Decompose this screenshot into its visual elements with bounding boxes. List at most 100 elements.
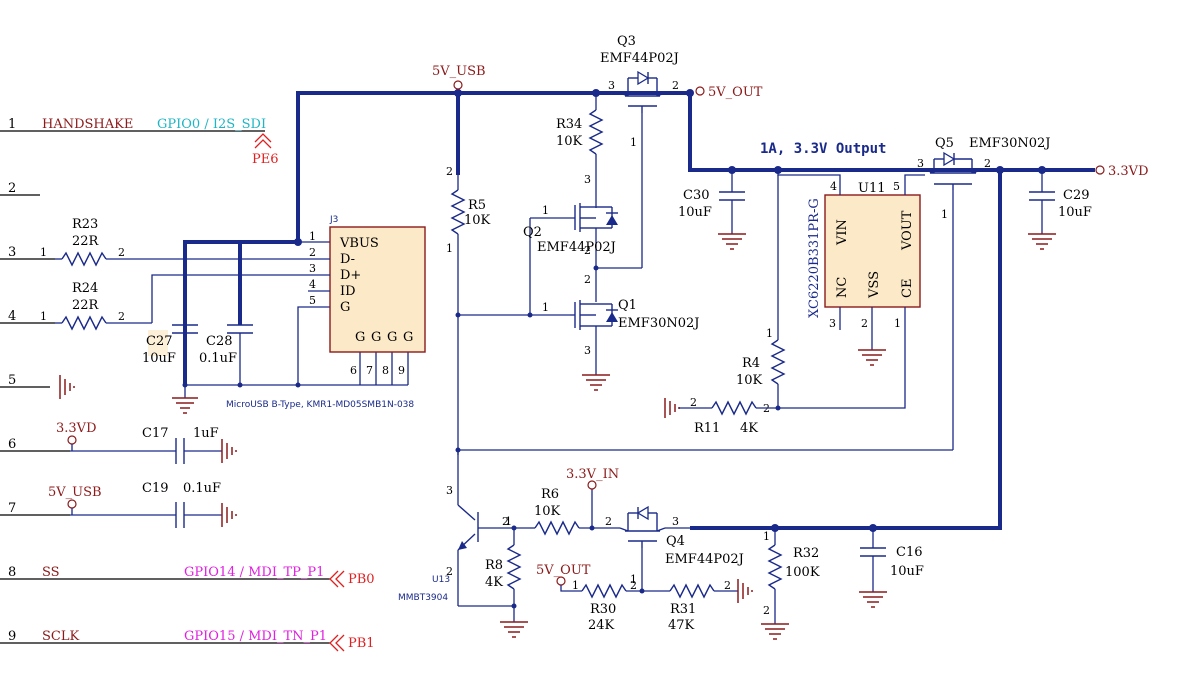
resistor-r31: 2 [669,579,753,603]
mosfet-q1: 2 3 1 [542,268,618,391]
c29-ref: C29 [1063,188,1090,203]
j3-pinnum-1: 1 [309,230,316,243]
r23-pin1: 1 [40,246,47,259]
regulator-u11: 4 5 3 2 1 VIN VOUT NC VSS CE [777,170,925,409]
signal-ss: SS [42,565,60,580]
q3-value: EMF44P02J [600,51,679,66]
pin-number-6: 6 [8,437,16,452]
capacitor-c30 [718,170,746,250]
j3-pin-dplus: D+ [340,268,361,283]
j3-pin-vbus: VBUS [339,236,379,251]
net-3v3vd-left: 3.3VD [56,421,97,436]
q1-ref: Q1 [618,298,637,313]
net-5v-usb-left: 5V_USB [48,485,102,500]
c16-ref: C16 [896,545,923,560]
r5-ref: R5 [468,198,486,213]
j3-pinnum-8: 8 [382,364,389,377]
r30-pin1: 1 [572,579,579,592]
u13-pin3: 3 [446,484,453,497]
q2-pin3: 3 [584,173,591,186]
j3-ref: J3 [329,215,338,225]
r23-value: 22R [72,234,100,249]
pin-number-8: 8 [8,565,16,580]
q4-pin3: 3 [672,515,679,528]
resistor-r32: 1 2 [761,528,789,640]
j3-pin-dminus: D- [340,252,355,267]
r5-value: 10K [464,213,491,228]
r4-value: 10K [736,373,763,388]
q5-pin2: 2 [984,157,991,170]
u11-pin-ce: CE [900,279,915,298]
u11-pin-vss: VSS [867,271,882,299]
net-3v3-in: 3.3V_IN [566,467,619,482]
u11-ref: U11 [858,181,886,196]
r6-value: 10K [534,504,561,519]
q4-value: EMF44P02J [665,552,744,567]
j3-shield-g4: G [403,330,413,345]
mosfet-q2: 3 2 1 [527,173,618,318]
resistor-r34 [588,93,604,205]
u13-part: MMBT3904 [398,593,448,603]
pin-number-4: 4 [8,309,16,324]
gpio0-label: GPIO0 / I2S_SDI [157,117,266,132]
q1-pin2: 2 [584,273,591,286]
r30-value: 24K [588,618,615,633]
q5-pin1: 1 [941,208,948,221]
u11-pin-vout: VOUT [900,210,915,251]
u11-pin-vin: VIN [835,219,850,246]
transistor-u13: 3 2 1 [446,450,530,607]
u11-pinnum-vin: 4 [830,180,837,193]
c16-value: 10uF [890,564,924,579]
q3-pin1: 1 [630,136,637,149]
port-pe6: PE6 [252,152,279,167]
c27-value: 10uF [142,351,176,366]
r24-pin2: 2 [118,310,125,323]
resistor-r23: 1 2 [40,246,308,267]
c27-ref: C27 [146,334,173,349]
mosfet-q4: 3 1 [619,505,690,594]
r32-pin2: 2 [763,604,770,617]
j3-pinnum-7: 7 [366,364,373,377]
r8-value: 4K [485,575,503,590]
u11-pinnum-vout: 5 [893,180,900,193]
mosfet-q3: 3 2 1 [596,70,690,268]
c30-value: 10uF [678,205,712,220]
capacitor-c29 [1028,170,1056,250]
q3-pin3: 3 [608,79,615,92]
q1-pin3: 3 [584,344,591,357]
r24-pin1: 1 [40,310,47,323]
pin-number-3: 3 [8,245,16,260]
pin-number-1: 1 [8,117,16,132]
output-note: 1A, 3.3V Output [760,141,886,157]
c19-value: 0.1uF [183,481,221,496]
mosfet-q5: 3 2 1 [917,151,1000,450]
r34-ref: R34 [556,117,582,132]
port-pb0-arrow [329,570,345,588]
capacitor-c19 [70,502,237,528]
r4-pin1: 1 [766,327,773,340]
c17-ref: C17 [142,426,169,441]
signal-sclk: SCLK [42,629,79,644]
j3-shield-g1: G [355,330,365,345]
port-pb1: PB1 [348,636,375,651]
port-pb1-arrow [329,634,345,652]
r30-pin2: 2 [630,579,637,592]
r23-pin2: 2 [118,246,125,259]
j3-shield-g2: G [371,330,381,345]
c29-value: 10uF [1058,205,1092,220]
q4-pin1: 1 [630,573,637,586]
r24-ref: R24 [72,281,98,296]
port-pb0: PB0 [348,572,375,587]
row5-ground [59,375,75,399]
signal-handshake: HANDSHAKE [42,117,133,132]
r6-ref: R6 [541,487,559,502]
u11-pinnum-ce: 1 [894,317,901,330]
u11-part: XC6220B331PR-G [807,198,822,318]
r31-pin2: 2 [724,579,731,592]
c28-ref: C28 [206,334,233,349]
r30-ref: R30 [590,602,616,617]
r5-pin1: 1 [446,242,453,255]
usb-connector-j3: 1 2 3 4 5 VBUS D- D+ ID G G G G G 6 7 8 … [308,226,426,377]
q1-pin1: 1 [542,301,549,314]
q2-ref: Q2 [523,225,542,240]
